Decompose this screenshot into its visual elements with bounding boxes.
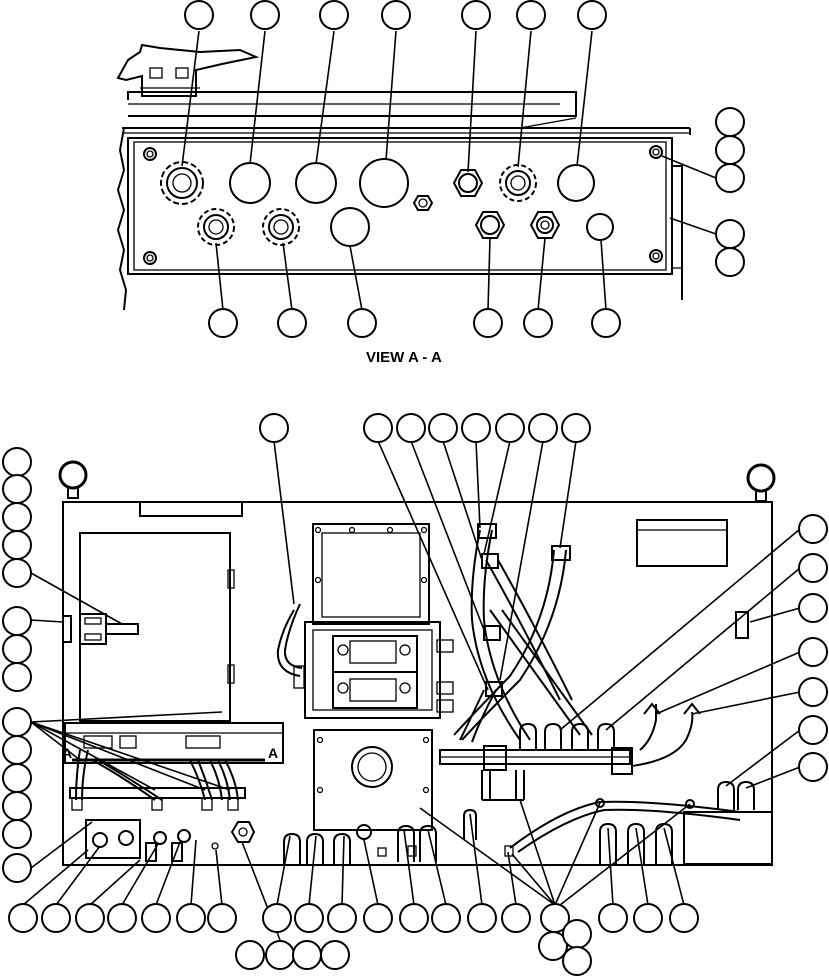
callout-balloon [798, 637, 828, 667]
callout-balloon [2, 502, 32, 532]
callout-balloon [715, 219, 745, 249]
callout-balloon [399, 903, 429, 933]
gland-upper-left [160, 161, 204, 205]
callout-balloon [798, 677, 828, 707]
callout-balloon [2, 853, 32, 883]
callout-balloon [141, 903, 171, 933]
callout-balloon [538, 931, 568, 961]
callout-balloon [2, 735, 32, 765]
callout-balloon [798, 752, 828, 782]
callout-balloon [798, 514, 828, 544]
callout-balloon [798, 715, 828, 745]
callout-balloon [8, 903, 38, 933]
callout-balloon [381, 0, 411, 30]
callout-balloon [501, 903, 531, 933]
callout-balloon [363, 903, 393, 933]
callout-balloon [2, 447, 32, 477]
callout-balloon [562, 919, 592, 949]
view-caption: VIEW A - A [366, 349, 442, 366]
callout-balloon [292, 940, 322, 970]
section-marker-left: A [62, 745, 72, 761]
callout-balloon [715, 163, 745, 193]
callout-balloon [107, 903, 137, 933]
callout-balloon [347, 308, 377, 338]
callout-balloon [798, 553, 828, 583]
callout-balloon [461, 0, 491, 30]
callout-balloon [277, 308, 307, 338]
callout-balloon [461, 413, 491, 443]
view-a-a-panel [116, 43, 691, 311]
callout-balloon [523, 308, 553, 338]
callout-balloon [561, 413, 591, 443]
callout-balloon [363, 413, 393, 443]
callout-balloon [495, 413, 525, 443]
callout-balloon [75, 903, 105, 933]
callout-balloon [516, 0, 546, 30]
callout-balloon [294, 903, 324, 933]
main-assembly-leaders [22, 440, 801, 941]
view-a-a-leaders [181, 30, 717, 311]
callout-balloon [207, 903, 237, 933]
callout-balloon [715, 107, 745, 137]
callout-balloon [669, 903, 699, 933]
callout-balloon [715, 135, 745, 165]
callout-balloon [2, 558, 32, 588]
gland-lower-center [262, 208, 300, 246]
callout-balloon [2, 763, 32, 793]
callout-balloon [184, 0, 214, 30]
callout-balloon [2, 662, 32, 692]
callout-balloon [598, 903, 628, 933]
callout-balloon [473, 308, 503, 338]
callout-balloon [262, 903, 292, 933]
callout-balloon [319, 0, 349, 30]
callout-balloon [2, 530, 32, 560]
callout-balloon [562, 946, 592, 976]
callout-balloon [396, 413, 426, 443]
callout-balloon [591, 308, 621, 338]
callout-balloon [428, 413, 458, 443]
callout-balloon [176, 903, 206, 933]
callout-balloon [798, 593, 828, 623]
callout-balloon [2, 474, 32, 504]
callout-balloon [577, 0, 607, 30]
callout-balloon [265, 940, 295, 970]
callout-balloon [235, 940, 265, 970]
callout-balloon [2, 791, 32, 821]
callout-balloon [327, 903, 357, 933]
main-assembly [58, 460, 776, 866]
section-marker-right: A [268, 745, 278, 761]
callout-balloon [259, 413, 289, 443]
callout-balloon [715, 247, 745, 277]
callout-balloon [2, 707, 32, 737]
gland-lower-left [197, 208, 235, 246]
callout-balloon [250, 0, 280, 30]
callout-balloon [320, 940, 350, 970]
callout-balloon [41, 903, 71, 933]
callout-balloon [431, 903, 461, 933]
callout-balloon [2, 606, 32, 636]
callout-balloon [633, 903, 663, 933]
callout-balloon [528, 413, 558, 443]
callout-balloon [467, 903, 497, 933]
callout-balloon [2, 634, 32, 664]
callout-balloon [2, 819, 32, 849]
callout-balloon [208, 308, 238, 338]
